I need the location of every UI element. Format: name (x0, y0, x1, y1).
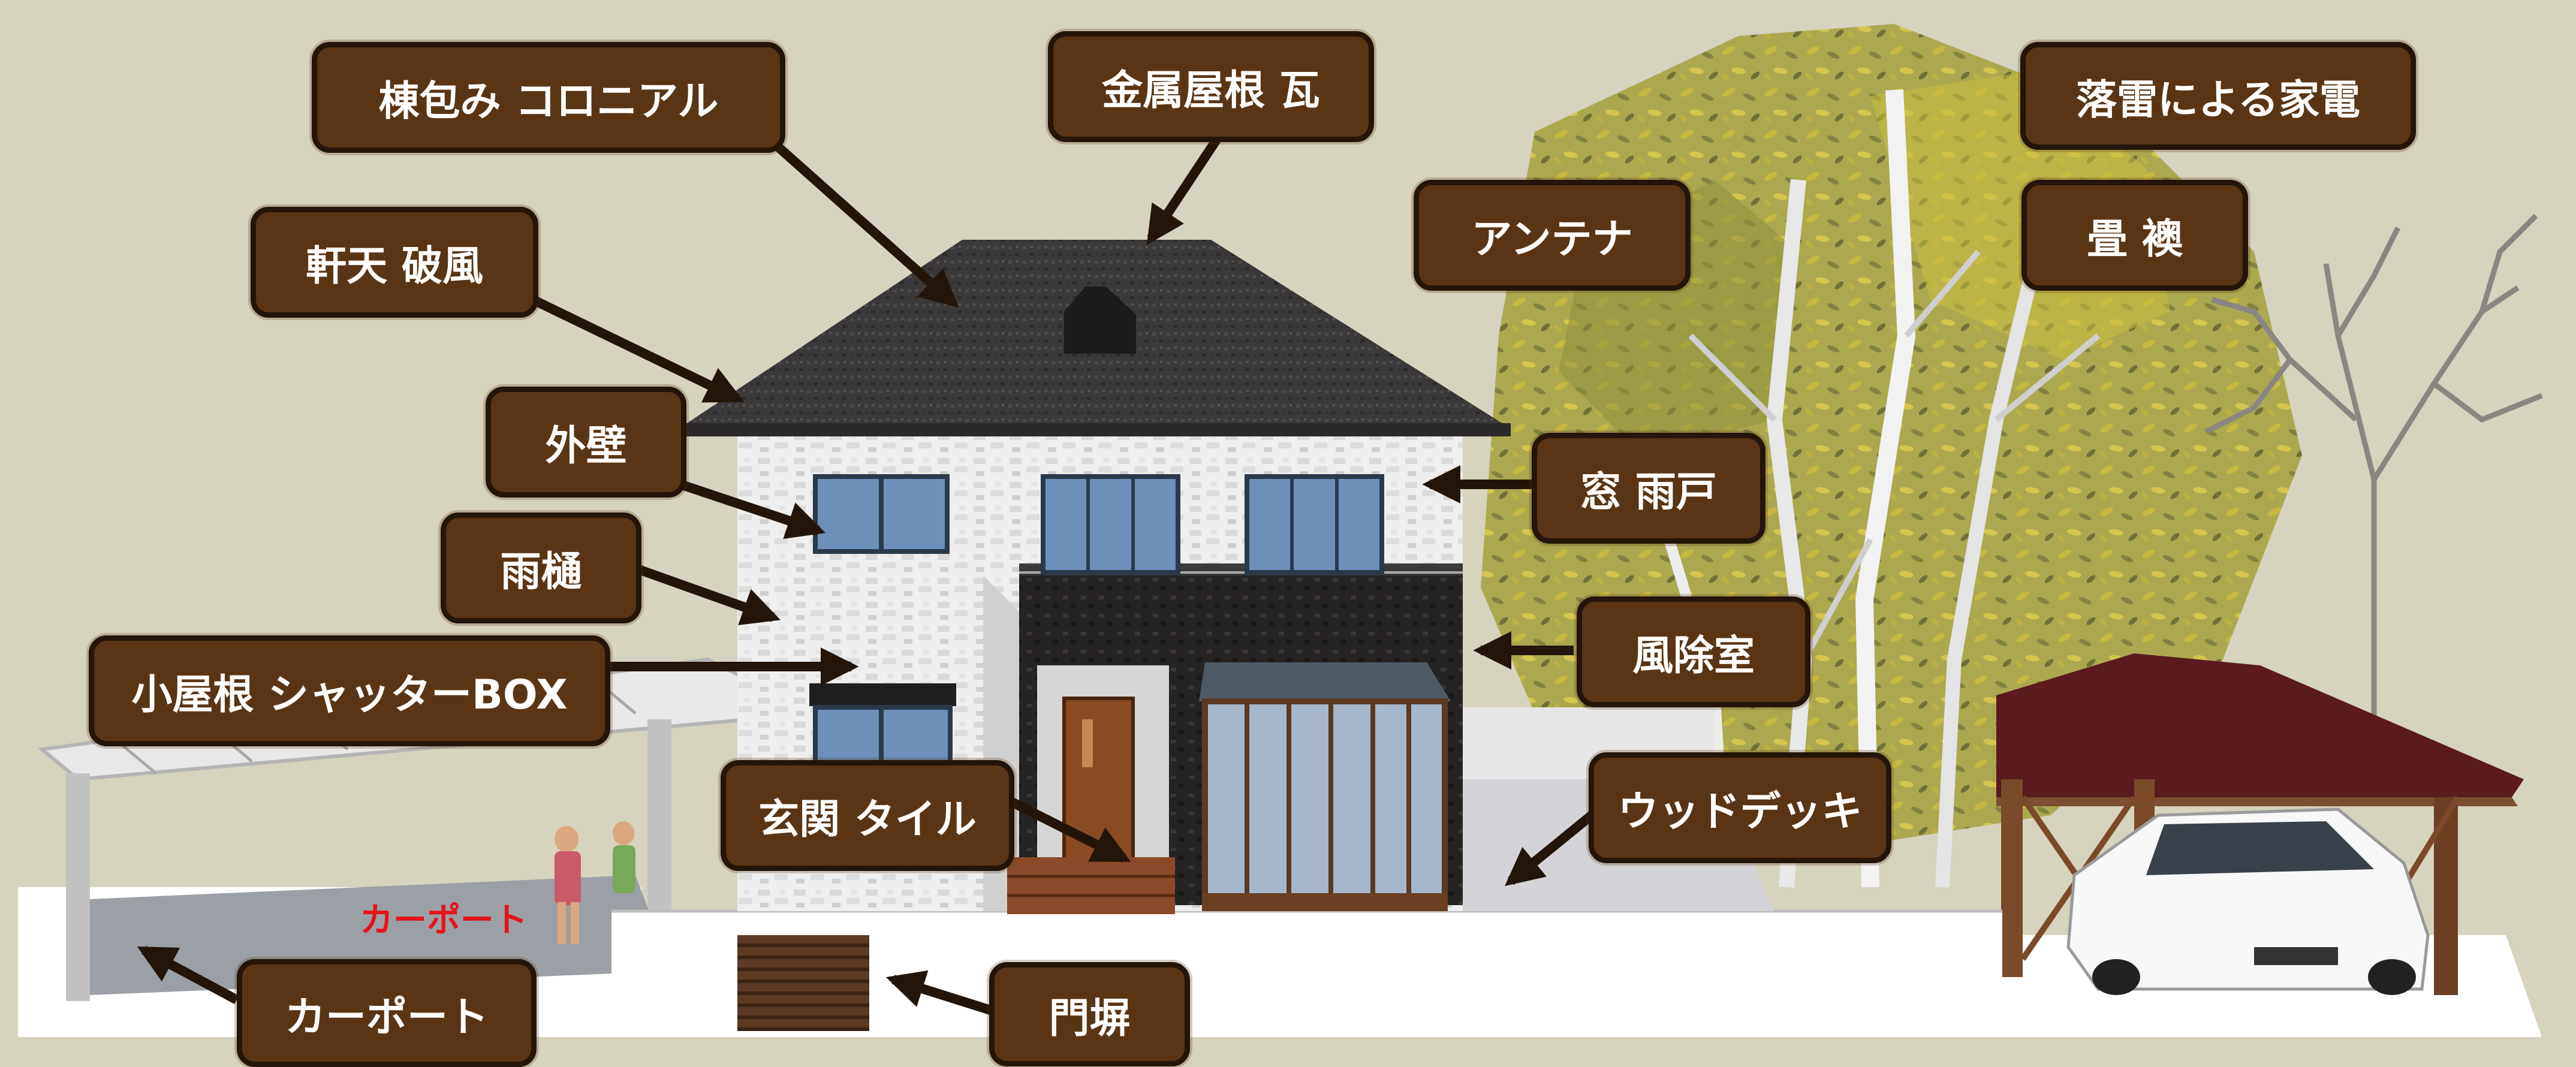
car (2066, 807, 2430, 995)
label-windbreak[interactable]: 風除室 (1577, 596, 1810, 707)
label-tatami[interactable]: 畳 襖 (2021, 180, 2248, 291)
label-window[interactable]: 窓 雨戸 (1532, 433, 1765, 544)
carport-right (1996, 653, 2524, 995)
label-eaves[interactable]: 軒天 破風 (251, 207, 538, 318)
front-wall (611, 909, 2002, 1037)
leader-arrows (137, 136, 1595, 1015)
label-metal-roof[interactable]: 金属屋根 瓦 (1048, 31, 1374, 142)
label-carport[interactable]: カーポート (237, 959, 537, 1067)
label-entrance[interactable]: 玄関 タイル (721, 760, 1014, 871)
label-gate[interactable]: 門塀 (989, 962, 1190, 1066)
label-ridge[interactable]: 棟包み コロニアル (312, 42, 785, 153)
label-wood-deck[interactable]: ウッドデッキ (1589, 752, 1891, 863)
label-small-roof[interactable]: 小屋根 シャッターBOX (89, 635, 610, 746)
label-outer-wall[interactable]: 外壁 (486, 387, 686, 498)
label-antenna[interactable]: アンテナ (1414, 180, 1691, 291)
label-gutter[interactable]: 雨樋 (441, 513, 641, 623)
carport-sign: カーポート (360, 901, 528, 940)
label-lightning[interactable]: 落雷による家電 (2020, 42, 2416, 150)
